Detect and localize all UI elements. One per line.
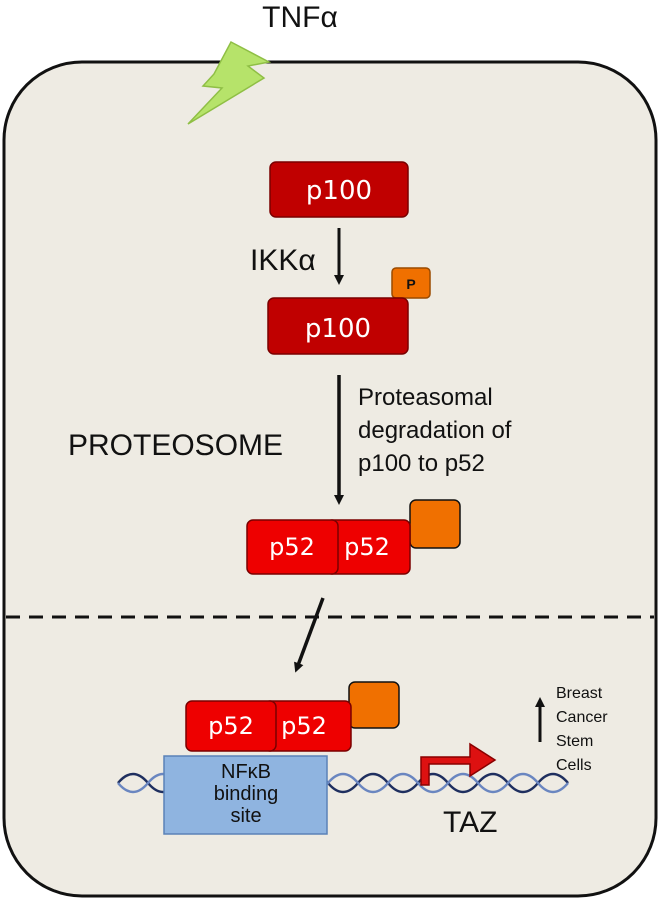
outcome-line-4: Cells bbox=[556, 757, 592, 774]
p52-nuc-b-label: p52 bbox=[281, 712, 327, 740]
p100-label: p100 bbox=[306, 176, 372, 206]
translocation-arrow bbox=[294, 597, 325, 673]
lightning-icon bbox=[187, 40, 272, 125]
p52-cyto-a-label: p52 bbox=[269, 533, 315, 561]
degradation-line-3: p100 to p52 bbox=[358, 450, 485, 477]
p52-dimer-cytoplasm: p52 p52 bbox=[246, 499, 461, 575]
transcription-arrow-icon bbox=[420, 742, 497, 786]
p52-dimer-nucleus: p52 p52 bbox=[185, 681, 400, 752]
binding-site-line-1: NFκB bbox=[221, 761, 271, 783]
p52-nuc-a-label: p52 bbox=[208, 712, 254, 740]
proteosome-label: PROTEOSOME bbox=[68, 429, 283, 462]
p100-phosphorylated-label: p100 bbox=[305, 314, 371, 344]
binding-site-box: NFκB binding site bbox=[163, 755, 328, 835]
outcome-line-1: Breast bbox=[556, 685, 603, 702]
outcome-line-2: Cancer bbox=[556, 709, 608, 726]
phospho-block bbox=[409, 499, 461, 549]
p100-box: p100 bbox=[269, 161, 409, 218]
degradation-text: Proteasomal degradation of p100 to p52 bbox=[358, 384, 512, 477]
outcome-text: Breast Cancer Stem Cells bbox=[556, 685, 608, 774]
gene-label: TAZ bbox=[443, 806, 497, 839]
p52-cyto-b-label: p52 bbox=[344, 533, 390, 561]
degradation-line-2: degradation of bbox=[358, 417, 512, 444]
outcome-line-3: Stem bbox=[556, 733, 593, 750]
phospho-block-nucleus bbox=[348, 681, 400, 729]
binding-site-line-2: binding bbox=[214, 783, 279, 805]
p100-phosphorylated-box: p100 bbox=[267, 297, 409, 355]
binding-site-line-3: site bbox=[230, 805, 261, 827]
stimulus-label: TNFα bbox=[262, 1, 338, 34]
phospho-tag: P bbox=[391, 267, 431, 299]
kinase-label: IKKα bbox=[250, 244, 316, 277]
degradation-line-1: Proteasomal bbox=[358, 384, 493, 411]
phospho-tag-label: P bbox=[406, 276, 415, 292]
cell-membrane bbox=[2, 60, 658, 898]
